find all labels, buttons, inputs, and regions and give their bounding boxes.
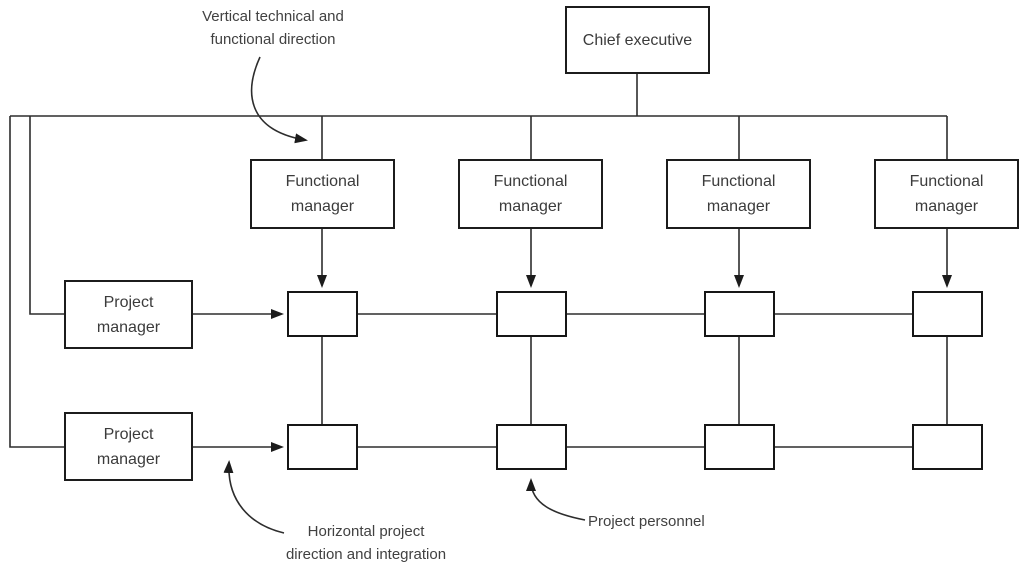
arrow-annotation-horizontal <box>223 460 285 534</box>
connector-left-rail-pm2 <box>9 116 64 448</box>
connector-left-rail-pm1 <box>29 116 64 315</box>
node-project-manager-2: Project manager <box>64 412 193 481</box>
node-personnel-r2c3 <box>704 424 775 470</box>
node-functional-manager-2: Functional manager <box>458 159 603 229</box>
node-project-manager-1: Project manager <box>64 280 193 349</box>
node-functional-manager-1: Functional manager <box>250 159 395 229</box>
node-personnel-r2c4 <box>912 424 983 470</box>
node-personnel-r1c3 <box>704 291 775 337</box>
annotation-line: Horizontal project <box>307 523 425 540</box>
node-label: Functional manager <box>909 173 984 215</box>
annotation-line: Project personnel <box>588 513 705 530</box>
annotation-line: Vertical technical and <box>202 8 344 25</box>
node-label: Functional manager <box>285 173 360 215</box>
arrow-annotation-personnel <box>526 478 586 521</box>
node-functional-manager-4: Functional manager <box>874 159 1019 229</box>
node-personnel-r2c1 <box>287 424 358 470</box>
annotation-vertical-direction: Vertical technical and functional direct… <box>178 5 368 51</box>
node-functional-manager-3: Functional manager <box>666 159 811 229</box>
node-personnel-r1c1 <box>287 291 358 337</box>
node-label: Project manager <box>96 425 161 468</box>
arrow-annotation-vertical <box>250 56 308 144</box>
annotation-line: functional direction <box>210 31 336 48</box>
node-label: Project manager <box>96 293 161 336</box>
annotation-project-personnel: Project personnel <box>588 510 705 533</box>
node-personnel-r2c2 <box>496 424 567 470</box>
node-personnel-r1c2 <box>496 291 567 337</box>
node-label: Functional manager <box>493 173 568 215</box>
connector-column-links <box>321 337 948 424</box>
node-personnel-r1c4 <box>912 291 983 337</box>
annotation-line: direction and integration <box>285 546 447 563</box>
annotation-horizontal-direction: Horizontal project direction and integra… <box>266 520 466 566</box>
node-label: Chief executive <box>582 31 693 49</box>
node-chief-executive: Chief executive <box>565 6 710 74</box>
node-label: Functional manager <box>701 173 776 215</box>
